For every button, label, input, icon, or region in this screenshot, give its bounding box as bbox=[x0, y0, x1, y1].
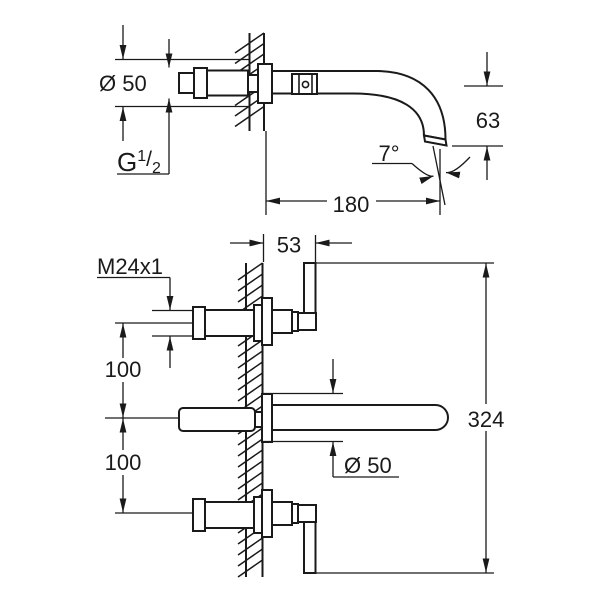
label-escutcheon-diameter-front: Ø 50 bbox=[344, 453, 392, 478]
label-lever-projection: 53 bbox=[277, 233, 301, 258]
label-spout-projection: 180 bbox=[333, 192, 370, 217]
mixer-neck bbox=[254, 411, 263, 428]
lower-hub bbox=[271, 501, 293, 526]
lower-collar bbox=[253, 496, 263, 534]
label-upper-spacing: 100 bbox=[105, 357, 142, 382]
upper-end-ring bbox=[192, 306, 206, 340]
upper-escutcheon bbox=[261, 297, 273, 346]
set-screw-hole bbox=[301, 80, 310, 89]
dim-spout-height bbox=[452, 52, 503, 180]
mixer-body bbox=[178, 407, 256, 432]
set-screw-block bbox=[291, 73, 318, 95]
spout-outlet-cap bbox=[422, 134, 448, 147]
dim-upper-spacing bbox=[105, 322, 193, 419]
label-overall-width: 324 bbox=[468, 407, 505, 432]
upper-hub bbox=[271, 309, 293, 334]
dim-lever-projection bbox=[230, 234, 352, 262]
label-lower-spacing: 100 bbox=[105, 450, 142, 475]
upper-grip bbox=[204, 309, 255, 337]
lower-lever-arm bbox=[297, 504, 317, 523]
inlet-collar bbox=[193, 67, 208, 99]
dim-valve-thread bbox=[97, 276, 193, 368]
label-escutcheon-diameter-side: Ø 50 bbox=[99, 71, 147, 96]
lower-grip bbox=[204, 501, 255, 529]
spout-tube bbox=[271, 404, 449, 431]
front-view-lower-handle bbox=[192, 489, 317, 574]
inlet-stub bbox=[178, 72, 195, 94]
front-view-upper-handle bbox=[192, 262, 317, 346]
dim-spout-projection bbox=[265, 131, 440, 215]
dim-escutcheon-diameter-front bbox=[262, 359, 399, 478]
lower-lever-bar bbox=[303, 519, 317, 574]
spout-escutcheon bbox=[261, 393, 273, 443]
upper-collar bbox=[253, 304, 263, 342]
valve-neck bbox=[247, 74, 259, 93]
lower-end-ring bbox=[192, 498, 206, 532]
label-inlet-thread: G1/2 bbox=[117, 147, 161, 177]
dim-escutcheon-diameter-side bbox=[115, 25, 249, 141]
side-view-valve-body bbox=[178, 63, 273, 104]
dim-inlet-thread-side bbox=[117, 39, 173, 175]
wall-flange bbox=[257, 63, 273, 104]
set-screw-inner bbox=[298, 73, 313, 95]
dim-lower-spacing bbox=[115, 418, 193, 514]
label-valve-thread: M24x1 bbox=[97, 254, 163, 279]
lower-escutcheon bbox=[261, 489, 273, 538]
upper-lever-arm bbox=[297, 312, 317, 331]
label-spout-height: 63 bbox=[476, 108, 500, 133]
label-spout-angle: 7° bbox=[378, 141, 399, 166]
upper-lever-bar bbox=[303, 262, 317, 317]
dim-spout-angle bbox=[372, 145, 471, 215]
side-view-spout bbox=[271, 70, 448, 147]
dim-overall-width bbox=[316, 262, 494, 574]
front-view-spout bbox=[178, 393, 449, 443]
valve-body bbox=[206, 69, 249, 97]
